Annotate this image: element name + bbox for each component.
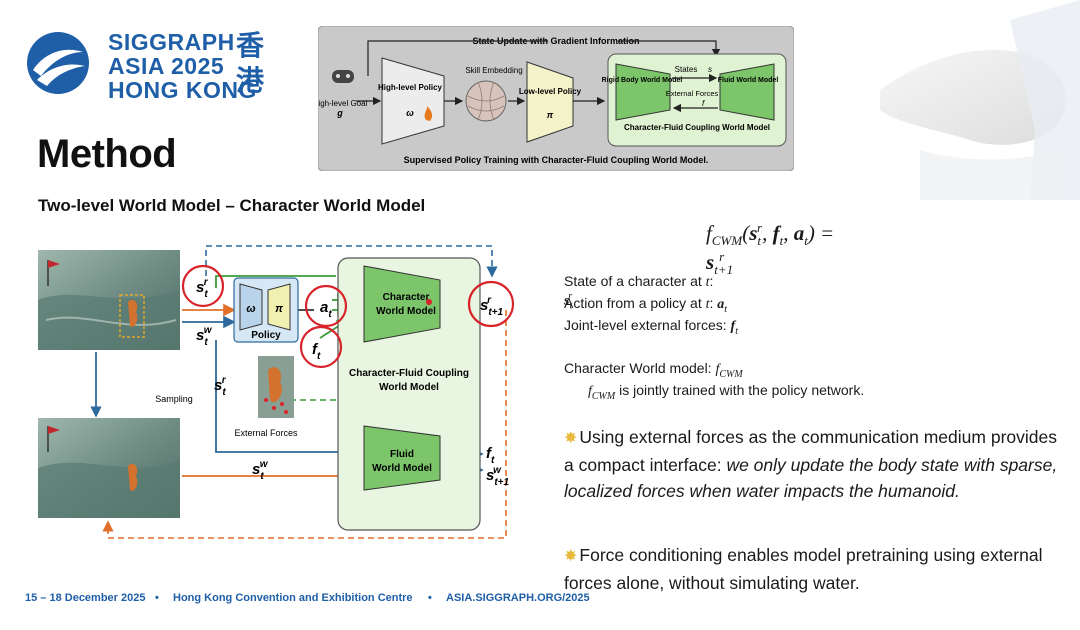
character-model-label-1: Character [383,292,430,303]
top-caption: Supervised Policy Training with Characte… [404,155,709,165]
fluid-model-label-2: World Model [372,463,432,474]
footer-url[interactable]: ASIA.SIGGRAPH.ORG/2025 [446,592,590,604]
sampling-label: Sampling [155,394,193,404]
fluid-model-label-1: Fluid [390,449,414,460]
fluid-model-shape-main [363,425,441,491]
rigid-model-label: Rigid Body World Model [602,77,683,84]
top-pipeline-diagram: State Update with Gradient Information H… [318,26,794,171]
high-policy-symbol: ω [406,108,414,118]
cursor-dot [426,299,432,305]
logo-line-2: ASIA 2025 [108,53,225,79]
character-world-model-diagram: Character World Model Character-Fluid Co… [38,245,515,539]
external-forces-image [258,356,294,418]
bullet-2-plain: Force conditioning enables model pretrai… [564,545,1043,593]
sym-s-t-r-2: str [214,375,227,398]
external-forces-label: External Forces [234,428,298,438]
logo-cjk-2: 港 [236,64,265,97]
logo-cjk: 香 港 [236,28,264,98]
siggraph-logo-icon [27,32,89,94]
low-level-policy-shape [526,61,574,143]
top-header: State Update with Gradient Information [472,36,639,46]
character-model-shape [363,265,441,343]
fluid-model-shape [719,63,775,121]
bullet-1-plain: Using external forces as the communicati… [564,427,1057,475]
bullet-2: ✸Force conditioning enables model pretra… [564,542,1064,596]
logo-line-1: SIGGRAPH [108,29,235,55]
goal-label: High-level Goal [318,99,368,108]
policy-label: Policy [251,330,281,341]
definition-forces: Joint-level external forces: ft [564,317,738,337]
low-policy-symbol: π [547,110,554,120]
sym-s-t1-w: st+1w [486,465,510,488]
states-label: States [675,65,698,74]
sym-s-t-w: stw [196,325,213,348]
omega-symbol: ω [246,303,255,315]
definition-cwm: Character World model: fCWM [564,360,743,380]
decorative-hand-image [880,0,1080,200]
fire-icon [424,106,433,121]
footer-venue: Hong Kong Convention and Exhibition Cent… [173,592,413,604]
logo-line-3: HONG KONG [108,77,257,103]
sparkle-icon: ✸ [564,430,578,447]
sym-s-t-r: str [196,277,209,300]
footer-sep-1: • [155,592,159,604]
coupling-caption: Character-Fluid Coupling World Model [624,123,770,132]
top-fluid-model-label: Fluid World Model [718,77,779,84]
bullet-1: ✸Using external forces as the communicat… [564,424,1064,504]
high-policy-label: High-level Policy [378,83,443,92]
simulation-image-top [38,250,180,350]
gamepad-icon [332,70,354,83]
rigid-body-model-shape [615,63,671,121]
sym-f-t-2: ft [486,445,495,466]
slide-title: Method [37,132,177,176]
forces-label: External Forces [666,89,719,98]
definition-cwm-trained: fCWM is jointly trained with the policy … [588,382,865,402]
coupling-label-2: World Model [379,382,439,393]
equation: fCWM(str, ft, at) = st+1r [706,220,835,278]
simulation-image-bottom [38,418,180,518]
states-symbol: s [708,65,712,74]
bullet-1-italic: we only update the body state with spars… [564,455,1058,501]
footer-dates: 15 – 18 December 2025 [25,592,146,604]
slide-subtitle: Two-level World Model – Character World … [38,196,426,215]
sym-a-t: at [320,299,332,320]
high-level-policy-shape [381,57,445,145]
character-model-label-2: World Model [376,306,436,317]
sym-s-t-w-2: stw [252,459,269,482]
definition-state: State of a character at t: str [564,273,714,312]
logo-cjk-1: 香 [236,29,265,62]
forces-symbol: f [702,99,705,108]
goal-symbol: g [336,108,343,118]
coupling-label-1: Character-Fluid Coupling [349,368,469,379]
logo-text: SIGGRAPH ASIA 2025 HONG KONG [108,30,257,102]
sym-f-t: ft [312,341,321,362]
low-policy-label: Low-level Policy [519,87,582,96]
highlight-circles [181,264,515,369]
sym-s-t1-r: st+1r [480,295,504,318]
definition-action: Action from a policy at t: at [564,295,728,315]
pi-symbol: π [275,303,283,315]
sparkle-icon: ✸ [564,548,578,565]
skill-embedding-label: Skill Embedding [465,66,522,75]
footer-sep-2: • [428,592,432,604]
